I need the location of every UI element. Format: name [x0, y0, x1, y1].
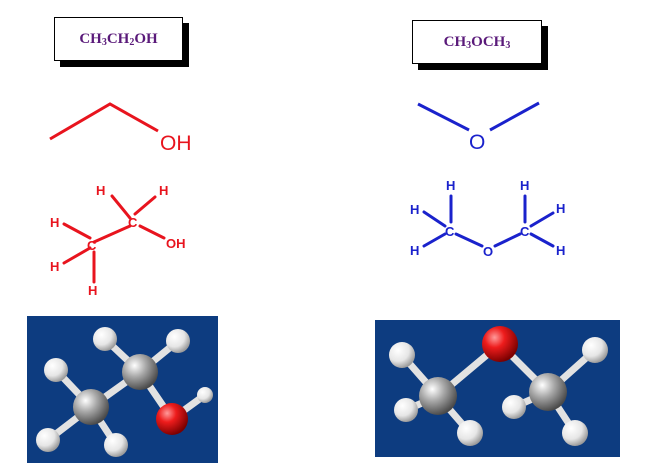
formula-text: CH [79, 30, 102, 47]
ether-c2-label: C [520, 224, 530, 239]
ethanol-skeletal-bonds [49, 102, 159, 141]
ethanol-structural-labels: C C OH H H H H H [50, 183, 186, 298]
ethanol-oh-structural-label: OH [166, 236, 186, 251]
ether-h-right-top: H [520, 178, 529, 193]
ethanol-hydrogen-atom [197, 387, 213, 403]
ether-carbon-atom [419, 377, 457, 415]
ether-hydrogen-atom [389, 342, 415, 368]
ether-hydrogen-atom [502, 395, 526, 419]
ether-skeletal: O [417, 101, 540, 154]
ether-structural-labels: C C O H H H H H H [410, 178, 565, 259]
ether-hydrogen-atom [562, 420, 588, 446]
ether-oxygen-atom [482, 326, 518, 362]
ethanol-oh-label: OH [160, 132, 192, 155]
ethanol-hydrogen-atom [166, 329, 190, 353]
ethanol-hydrogen-atom [36, 428, 60, 452]
ethanol-carbon-atom [73, 389, 109, 425]
ether-h-left-low: H [410, 243, 419, 258]
ether-c1-label: C [445, 224, 455, 239]
ether-o-structural-label: O [483, 244, 493, 259]
ethanol-3d-model [27, 316, 218, 463]
ethanol-c2-label: C [128, 215, 138, 230]
ether-formula: CH3OCH3 [444, 34, 511, 51]
ethanol-h-low-left: H [50, 259, 59, 274]
formula-subscript: 2 [129, 36, 135, 48]
ether-formula-box: CH3OCH3 [412, 20, 542, 64]
formula-subscript: 3 [101, 36, 107, 48]
ether-h-left-top: H [446, 178, 455, 193]
ether-o-label: O [469, 131, 485, 154]
ethanol-oxygen-atom [156, 403, 188, 435]
ethanol-hydrogen-atom [93, 327, 117, 351]
ethanol-h-top-right: H [159, 183, 168, 198]
ether-skeletal-bond-left [417, 102, 470, 132]
ethanol-formula: CH3CH2OH [79, 31, 157, 48]
ethanol-structural [62, 194, 166, 284]
formula-text: OH [134, 30, 158, 47]
ether-structural [422, 194, 555, 248]
ether-3d-model [375, 320, 620, 457]
ether-h-right-low: H [556, 243, 565, 258]
ethanol-formula-box: CH3CH2OH [54, 17, 183, 61]
ethanol-h-mid-left: H [50, 215, 59, 230]
ethanol-hydrogen-atom [44, 358, 68, 382]
ethanol-skeletal: OH [49, 102, 192, 155]
ether-h-right-side: H [556, 201, 565, 216]
ether-carbon-atom [529, 373, 567, 411]
ethanol-c1-label: C [87, 238, 97, 253]
ethanol-h-bottom: H [88, 283, 97, 298]
formula-text: CH [443, 33, 467, 50]
formula-subscript: 3 [505, 39, 511, 51]
ethanol-hydrogen-atom [104, 433, 128, 457]
ether-h-left-side: H [410, 202, 419, 217]
ether-hydrogen-atom [457, 420, 483, 446]
formula-subscript: 3 [466, 39, 472, 51]
ether-hydrogen-atom [582, 337, 608, 363]
formula-text: CH [106, 30, 130, 47]
ether-skeletal-bond-right [489, 101, 540, 132]
ethanol-h-top-left: H [96, 183, 105, 198]
ether-hydrogen-atom [394, 398, 418, 422]
formula-text: OCH [471, 33, 506, 50]
ethanol-carbon-atom [122, 354, 158, 390]
